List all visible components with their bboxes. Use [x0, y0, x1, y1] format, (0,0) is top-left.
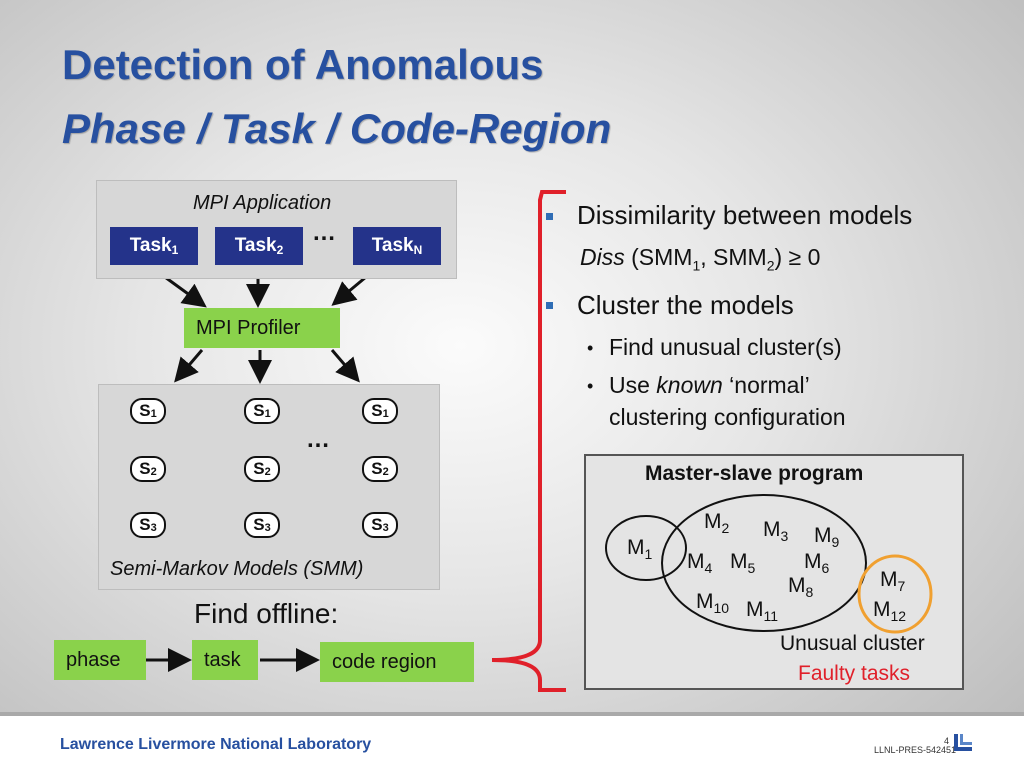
bullet-marker-2 [546, 302, 553, 309]
bullet-diss-formula: Diss (SMM1, SMM2) ≥ 0 [580, 244, 821, 274]
task-1-subscript: 1 [171, 243, 179, 257]
smm-ellipsis: … [306, 426, 331, 453]
m10-label: M10 [696, 590, 730, 617]
subbullet-find-unusual: Find unusual cluster(s) [609, 334, 842, 360]
m5-label: M5 [730, 550, 756, 577]
find-offline-label: Find offline: [194, 598, 339, 629]
arrow-profiler-smm3 [330, 349, 360, 383]
m1-label: M1 [627, 536, 653, 563]
footer-page-number: 4 [944, 736, 950, 746]
smm-label: Semi-Markov Models (SMM) [110, 558, 364, 580]
subbullet-marker-2: • [587, 376, 594, 396]
m4-label: M4 [687, 550, 713, 577]
m7-label: M7 [880, 568, 906, 595]
bullet-dissimilarity: Dissimilarity between models [577, 200, 913, 230]
red-brace [491, 190, 566, 692]
task-2-subscript: 2 [276, 243, 284, 257]
unusual-cluster-circle [857, 554, 933, 634]
flow-code-region-box: code region [320, 642, 474, 682]
master-slave-title: Master-slave program [645, 462, 864, 485]
task-n-subscript: N [413, 243, 423, 257]
arrow-profiler-smm1 [174, 349, 204, 383]
m12-label: M12 [873, 598, 907, 625]
bullet-cluster: Cluster the models [577, 290, 794, 320]
footer-band [0, 712, 1024, 768]
flow-task-box: task [192, 640, 258, 680]
m6-label: M6 [804, 550, 830, 577]
llnl-logo-icon [954, 734, 972, 751]
task-1-label: Task [129, 235, 172, 256]
m1-cluster-circle [605, 515, 687, 581]
footer-code: LLNL-PRES-542451 [874, 745, 957, 755]
mpi-profiler-box: MPI Profiler [184, 308, 340, 348]
m8-label: M8 [788, 574, 814, 601]
task-n-label: Task [371, 235, 414, 256]
m3-label: M3 [763, 518, 789, 545]
task-ellipsis: … [312, 219, 337, 246]
task-2-label: Task [234, 235, 277, 256]
m11-label: M11 [746, 598, 779, 625]
footer-divider [0, 712, 1024, 716]
subbullet-use-known: Use known ‘normal’ [609, 372, 810, 398]
unusual-cluster-label: Unusual cluster [780, 632, 925, 655]
subbullet-marker-1: • [587, 338, 594, 358]
slide-title-line2: Phase / Task / Code-Region [62, 105, 612, 152]
m9-label: M9 [814, 524, 840, 551]
flow-phase-box: phase [54, 640, 146, 680]
slide-title-line1: Detection of Anomalous [62, 41, 544, 88]
bullet-marker-1 [546, 213, 553, 220]
subbullet-use-known-line2: clustering configuration [609, 404, 846, 430]
m2-label: M2 [704, 510, 730, 537]
main-cluster-ellipse [661, 494, 867, 632]
faulty-tasks-label: Faulty tasks [798, 662, 911, 685]
footer-lab-name: Lawrence Livermore National Laboratory [60, 736, 372, 753]
mpi-application-label: MPI Application [193, 192, 332, 214]
